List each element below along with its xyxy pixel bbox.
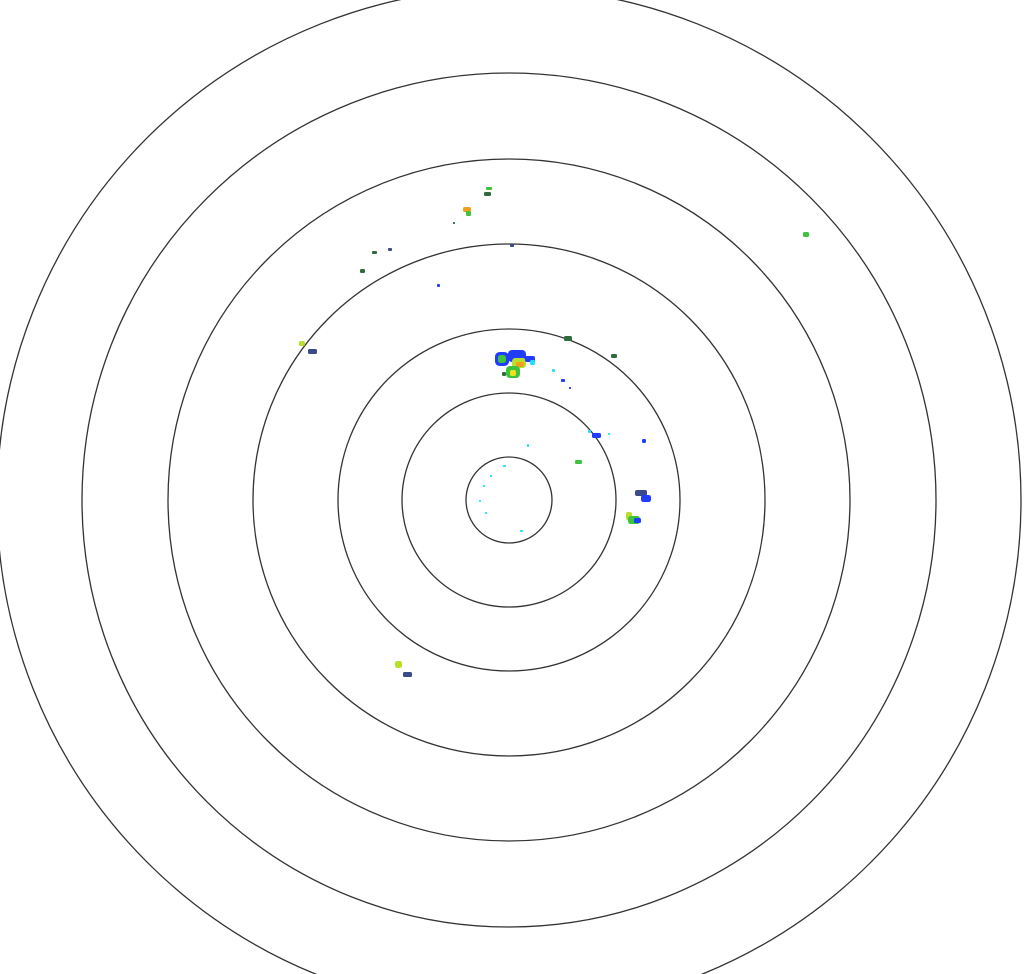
echo-cell xyxy=(516,362,524,367)
echo-cell xyxy=(552,369,555,372)
echo-cell xyxy=(561,379,565,382)
echo-cell xyxy=(569,387,571,389)
range-ring-6 xyxy=(81,72,937,928)
echo-cell xyxy=(564,336,572,341)
echo-cell xyxy=(530,360,535,365)
echo-cell xyxy=(502,372,506,376)
echo-cell xyxy=(437,284,440,287)
range-ring-5 xyxy=(167,158,851,842)
echo-cell xyxy=(510,370,516,376)
range-ring-1 xyxy=(465,456,553,544)
echo-cell xyxy=(498,355,506,363)
echo-cell xyxy=(484,192,491,196)
echo-cell xyxy=(634,518,641,523)
echo-cell xyxy=(642,439,646,443)
echo-cell xyxy=(575,460,582,464)
echo-cell xyxy=(466,211,471,216)
echo-cell xyxy=(388,248,392,251)
echo-cell xyxy=(372,251,377,254)
echo-cell xyxy=(395,661,402,668)
echo-cell xyxy=(510,244,514,247)
echo-cell xyxy=(453,222,455,224)
echo-cell xyxy=(527,444,529,447)
echo-cell xyxy=(483,485,485,487)
echo-cell xyxy=(360,269,365,273)
echo-cell xyxy=(485,512,487,514)
echo-cell xyxy=(588,430,591,433)
echo-cell xyxy=(486,187,492,190)
echo-cell xyxy=(611,354,617,358)
echo-cell xyxy=(503,465,506,467)
echo-cell xyxy=(608,433,610,435)
echo-cell xyxy=(641,495,651,502)
echo-cell xyxy=(803,232,809,237)
precipitation-echoes xyxy=(299,187,809,677)
range-ring-3 xyxy=(337,328,681,672)
echo-cell xyxy=(299,341,305,346)
echo-cell xyxy=(490,475,492,477)
echo-cell xyxy=(463,207,471,212)
echo-cell xyxy=(520,530,523,532)
echo-cell xyxy=(635,490,647,496)
range-ring-2 xyxy=(401,392,617,608)
echo-cell xyxy=(403,672,412,677)
range-ring-4 xyxy=(252,243,766,757)
echo-cell xyxy=(308,349,317,354)
echo-cell xyxy=(592,433,601,438)
echo-cell xyxy=(479,500,481,502)
